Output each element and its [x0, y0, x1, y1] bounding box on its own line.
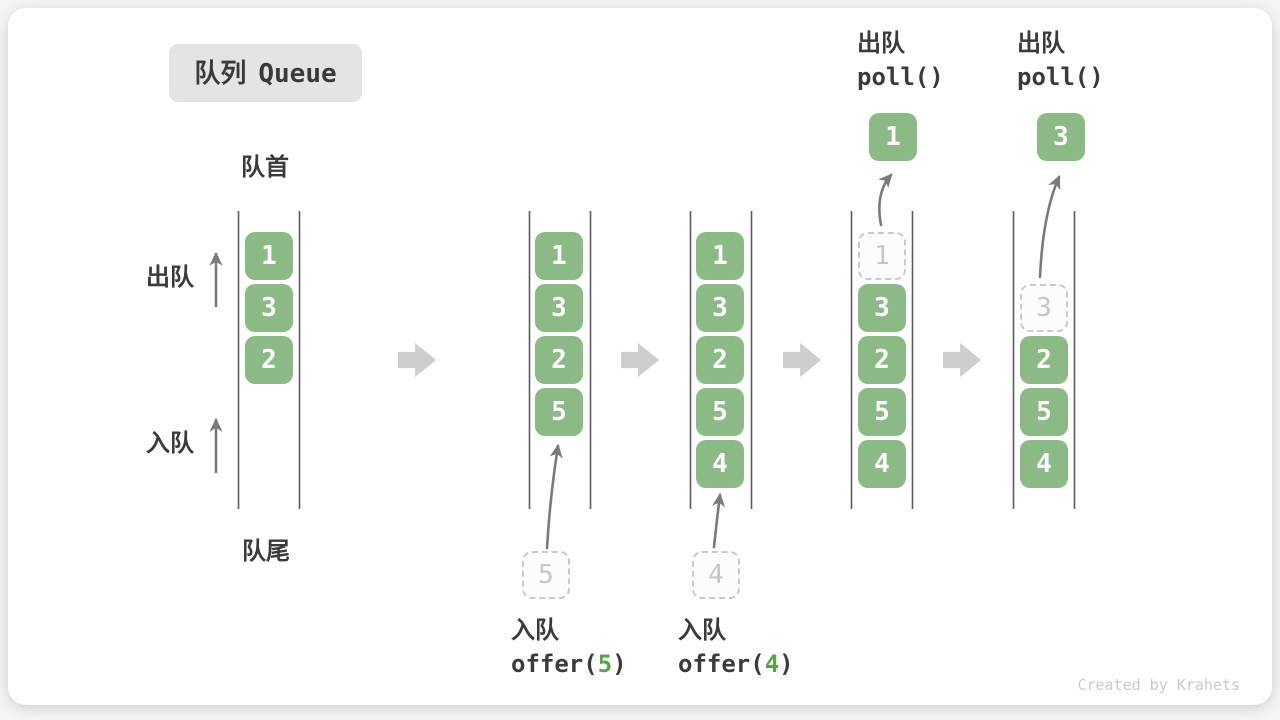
offer-a-label: 入队 [511, 617, 559, 644]
label-queue-front: 队首 [241, 154, 289, 181]
queue3-item: 2 [696, 336, 744, 384]
queue3-item: 4 [696, 440, 744, 488]
queue1-item: 3 [245, 284, 293, 332]
offer-a-code: offer(5) [511, 647, 627, 681]
poll-a-code: poll() [857, 63, 944, 91]
queue5-item: 4 [1020, 440, 1068, 488]
incoming-element-5: 5 [522, 551, 570, 599]
poll-operation-b: 出队 poll() [1017, 28, 1104, 94]
poll-b-label: 出队 [1017, 30, 1065, 57]
offer-a-code-arg: 5 [597, 650, 613, 678]
title-badge: 队列 Queue [169, 44, 362, 102]
poll-a-label: 出队 [857, 30, 905, 57]
offer-b-code-prefix: offer( [678, 650, 765, 678]
poll-operation-a: 出队 poll() [857, 28, 944, 94]
removed-slot-3: 3 [1020, 284, 1068, 332]
removed-slot-1: 1 [858, 232, 906, 280]
queue5-item: 2 [1020, 336, 1068, 384]
queue3-item: 5 [696, 388, 744, 436]
queue2-item: 3 [535, 284, 583, 332]
offer-b-code-arg: 4 [764, 650, 780, 678]
queue3-item: 3 [696, 284, 744, 332]
queue2-item: 5 [535, 388, 583, 436]
queue1-item: 1 [245, 232, 293, 280]
queue4-item: 4 [858, 440, 906, 488]
title-zh: 队列 [194, 58, 247, 88]
popped-element-1: 1 [869, 113, 917, 161]
incoming-element-4: 4 [692, 551, 740, 599]
label-queue-rear: 队尾 [242, 538, 290, 565]
offer-a-code-prefix: offer( [511, 650, 598, 678]
title-en: Queue [258, 59, 337, 89]
offer-b-label: 入队 [678, 617, 726, 644]
queue4-item: 3 [858, 284, 906, 332]
queue4-item: 2 [858, 336, 906, 384]
poll-b-code: poll() [1017, 63, 1104, 91]
offer-a-code-suffix: ) [612, 650, 627, 678]
popped-element-3: 3 [1037, 113, 1085, 161]
label-enqueue-side: 入队 [146, 430, 194, 457]
watermark-credit: Created by Krahets [1077, 676, 1240, 694]
offer-b-code: offer(4) [678, 647, 794, 681]
label-dequeue-side: 出队 [146, 264, 194, 291]
queue3-item: 1 [696, 232, 744, 280]
queue2-item: 2 [535, 336, 583, 384]
offer-b-code-suffix: ) [779, 650, 794, 678]
queue1-item: 2 [245, 336, 293, 384]
offer-operation-a: 入队 offer(5) [511, 615, 627, 681]
queue4-item: 5 [858, 388, 906, 436]
queue5-item: 5 [1020, 388, 1068, 436]
offer-operation-b: 入队 offer(4) [678, 615, 794, 681]
queue2-item: 1 [535, 232, 583, 280]
